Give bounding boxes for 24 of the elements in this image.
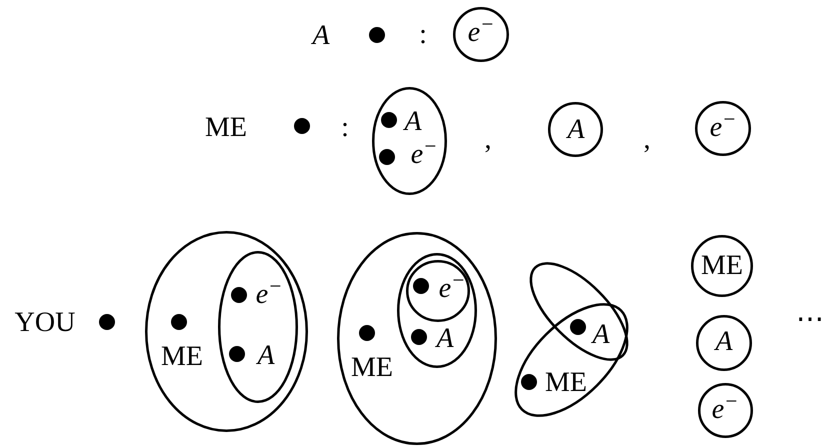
symbol-label: ME — [701, 252, 743, 280]
math-label: A — [312, 22, 330, 50]
symbol-label: e$^{−}$ — [710, 114, 736, 142]
symbol-label: A — [436, 325, 454, 353]
symbol-label: e$^{−}$ — [468, 19, 494, 47]
symbol-label: A — [257, 342, 275, 370]
math-label: : — [419, 21, 427, 49]
symbol-label: A — [715, 328, 733, 356]
symbol-label: ME — [351, 354, 393, 382]
symbol-label: ME — [545, 369, 587, 397]
symbol-label: A — [404, 108, 422, 136]
symbol-label: A — [567, 116, 585, 144]
symbol-label: e$^{−}$ — [712, 396, 738, 424]
symbol-label: A — [592, 321, 610, 349]
math-label: : — [341, 114, 349, 142]
math-label: YOU — [14, 309, 76, 337]
math-label: , — [644, 126, 650, 154]
math-label: ME — [205, 114, 247, 142]
ellipsis-mark: ⋯ — [796, 305, 824, 333]
math-label: , — [484, 126, 492, 154]
symbol-label: e$^{−}$ — [410, 141, 438, 169]
symbol-label: ME — [161, 343, 203, 371]
symbol-label: e$^{−}$ — [256, 281, 282, 309]
symbol-label: e$^{−}$ — [438, 275, 466, 303]
